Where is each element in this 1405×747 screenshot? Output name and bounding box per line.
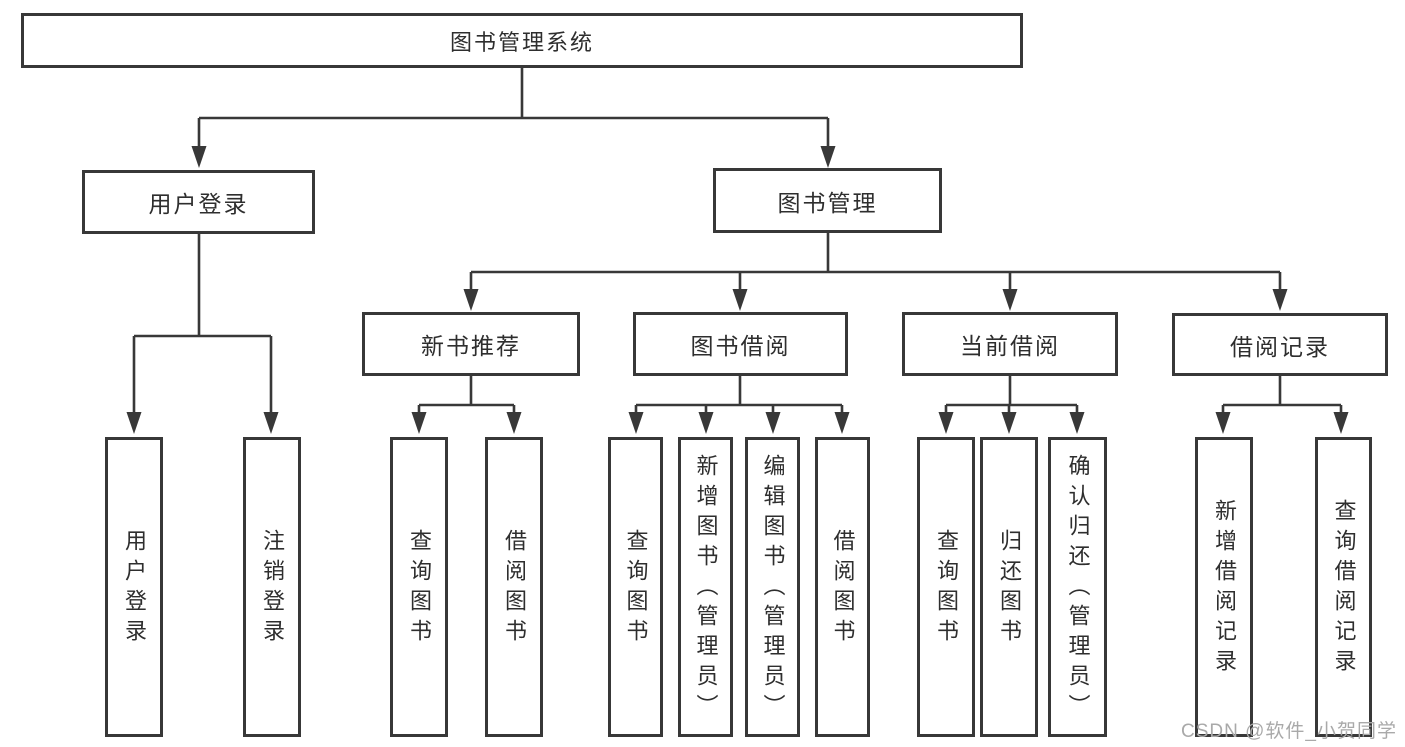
leaf-records-query-record: 查询借阅记录 (1315, 437, 1372, 737)
arrowhead (463, 289, 479, 311)
arrowhead (263, 412, 279, 434)
leaf-borrow-edit-books-admin: 编辑图书（管理员） (745, 437, 800, 737)
arrowhead (765, 412, 781, 434)
node-borrow-records: 借阅记录 (1172, 313, 1388, 376)
leaf-current-return-books: 归还图书 (980, 437, 1038, 737)
connector-records-to-leaves (1221, 376, 1343, 414)
arrowhead (1272, 289, 1288, 311)
leaf-logout: 注销登录 (243, 437, 301, 737)
node-current-borrow: 当前借阅 (902, 312, 1118, 376)
arrowhead (1069, 412, 1085, 434)
leaf-records-add-record: 新增借阅记录 (1195, 437, 1253, 737)
node-user-login: 用户登录 (82, 170, 315, 234)
connector-bookmgmt-to-level3 (469, 233, 1282, 291)
csdn-watermark: CSDN @软件_小贺同学 (1181, 721, 1397, 742)
leaf-borrow-borrow-books: 借阅图书 (815, 437, 870, 737)
arrowhead (1333, 412, 1349, 434)
node-book-borrow: 图书借阅 (633, 312, 848, 376)
arrowhead (732, 289, 748, 311)
connector-current-to-leaves (944, 376, 1079, 414)
connector-borrow-to-leaves (634, 376, 844, 414)
arrowheads (126, 146, 1349, 434)
arrowhead (698, 412, 714, 434)
node-book-management: 图书管理 (713, 168, 942, 233)
leaf-user-login: 用户登录 (105, 437, 163, 737)
node-new-book-recommend: 新书推荐 (362, 312, 580, 376)
arrowhead (834, 412, 850, 434)
arrowhead (1001, 412, 1017, 434)
arrowhead (1002, 289, 1018, 311)
arrowhead (938, 412, 954, 434)
leaf-newbooks-query-books: 查询图书 (390, 437, 448, 737)
leaf-newbooks-borrow-books: 借阅图书 (485, 437, 543, 737)
arrowhead (506, 412, 522, 434)
leaf-current-query-books: 查询图书 (917, 437, 975, 737)
leaf-current-confirm-return-admin: 确认归还（管理员） (1048, 437, 1107, 737)
arrowhead (126, 412, 142, 434)
connector-root-to-level2 (197, 68, 830, 148)
arrowhead (411, 412, 427, 434)
leaf-borrow-add-books-admin: 新增图书（管理员） (678, 437, 733, 737)
arrowhead (1215, 412, 1231, 434)
leaf-borrow-query-books: 查询图书 (608, 437, 663, 737)
arrowhead (191, 146, 207, 168)
connector-userlogin-to-leaves (132, 234, 273, 414)
arrowhead (628, 412, 644, 434)
arrowhead (820, 146, 836, 168)
node-root-system: 图书管理系统 (21, 13, 1023, 68)
connector-newbooks-to-leaves (417, 376, 516, 414)
